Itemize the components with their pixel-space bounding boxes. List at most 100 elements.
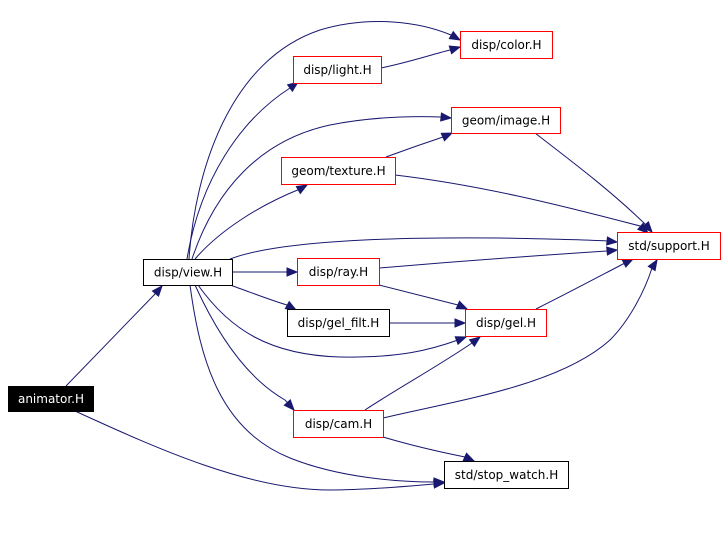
edge-line [191, 116, 452, 260]
node-box[interactable] [460, 31, 553, 59]
arrowhead-icon [286, 267, 299, 277]
arrowhead-icon [621, 258, 635, 268]
edge-cam-to-support [382, 258, 658, 419]
arrowhead-icon [283, 399, 295, 412]
edge-line [534, 132, 653, 233]
edge-cam-to-stop_watch [382, 436, 476, 462]
node-label: disp/ray.H [309, 265, 368, 279]
arrowhead-icon [448, 30, 462, 41]
arrowhead-icon [286, 81, 300, 93]
edge-line [189, 284, 444, 483]
edge-view-to-stop_watch [189, 284, 446, 487]
edge-view-to-support [229, 236, 619, 260]
edge-view-to-cam [194, 284, 295, 412]
edge-line [380, 46, 461, 69]
edges-layer [65, 21, 658, 491]
arrowhead-icon [647, 258, 658, 272]
edge-image-to-support [534, 132, 653, 234]
edge-view-to-image [191, 112, 453, 260]
node-label: disp/color.H [471, 38, 541, 52]
arrowhead-icon [433, 477, 446, 487]
node-label: animator.H [18, 392, 84, 406]
node-box[interactable] [293, 410, 384, 438]
node-label: geom/texture.H [291, 164, 385, 178]
node-animator[interactable]: animator.H [8, 386, 94, 412]
edge-line [188, 21, 461, 260]
node-label: std/support.H [628, 239, 710, 253]
node-box[interactable] [287, 309, 390, 337]
edge-view-to-gel_filt [229, 284, 298, 311]
arrowhead-icon [295, 184, 309, 195]
edge-view-to-gel [197, 284, 468, 358]
node-cam[interactable]: disp/cam.H [293, 410, 384, 438]
edge-gel-to-support [535, 258, 635, 310]
node-box[interactable] [444, 461, 569, 489]
node-stop-watch[interactable]: std/stop_watch.H [444, 461, 569, 489]
nodes-layer: animator.H disp/view.H disp/light.H disp/co… [8, 31, 721, 489]
node-label: std/stop_watch.H [455, 468, 558, 482]
arrowhead-icon [448, 45, 462, 55]
edge-ray-to-support [378, 246, 619, 269]
arrowhead-icon [454, 336, 468, 346]
edge-view-to-color [188, 21, 462, 260]
edge-animator-to-view [65, 284, 163, 387]
edge-line [197, 284, 467, 358]
edge-line [364, 336, 481, 411]
edge-texture-to-support [394, 174, 650, 234]
node-box[interactable] [8, 386, 94, 412]
node-light[interactable]: disp/light.H [293, 56, 382, 84]
edge-line [229, 237, 618, 260]
edge-line [382, 259, 658, 419]
node-label: disp/cam.H [305, 417, 372, 431]
edge-line [74, 410, 445, 491]
arrowhead-icon [440, 112, 453, 122]
edge-line [65, 285, 163, 387]
arrowhead-icon [606, 246, 619, 256]
node-label: disp/view.H [154, 266, 222, 280]
node-texture[interactable]: geom/texture.H [281, 157, 396, 185]
arrowhead-icon [151, 284, 163, 298]
edge-line [535, 258, 634, 310]
arrowhead-icon [284, 300, 298, 311]
node-label: geom/image.H [462, 114, 550, 128]
edge-view-to-light [186, 81, 300, 260]
node-box[interactable] [281, 157, 396, 185]
edge-view-to-ray [232, 267, 299, 277]
arrowhead-icon [455, 300, 469, 310]
edge-line [382, 436, 475, 462]
arrowhead-icon [462, 452, 476, 462]
edge-view-to-texture [194, 184, 309, 260]
node-box[interactable] [297, 258, 380, 286]
edge-ray-to-gel [378, 284, 469, 310]
arrowhead-icon [641, 220, 653, 234]
edge-line [385, 132, 453, 158]
node-gel-filt[interactable]: disp/gel_filt.H [287, 309, 390, 337]
edge-gel_filt-to-gel [389, 318, 467, 328]
node-view[interactable]: disp/view.H [143, 259, 233, 286]
edge-line [194, 184, 308, 260]
edge-animator-to-stop_watch [74, 410, 446, 491]
node-support[interactable]: std/support.H [617, 232, 721, 260]
node-box[interactable] [143, 259, 233, 286]
node-box[interactable] [465, 309, 547, 337]
edge-line [394, 174, 649, 234]
edge-line [186, 81, 299, 260]
node-label: disp/gel.H [476, 316, 536, 330]
node-image[interactable]: geom/image.H [451, 107, 561, 134]
edge-cam-to-gel [364, 336, 482, 411]
node-box[interactable] [293, 56, 382, 84]
node-box[interactable] [451, 107, 561, 134]
edge-light-to-color [380, 45, 462, 69]
edge-line [378, 249, 618, 269]
arrowhead-icon [440, 132, 454, 142]
arrowhead-icon [606, 236, 619, 246]
arrowhead-icon [454, 318, 467, 328]
node-color[interactable]: disp/color.H [460, 31, 553, 59]
edge-texture-to-image [385, 132, 454, 158]
node-gel[interactable]: disp/gel.H [465, 309, 547, 337]
node-box[interactable] [617, 232, 721, 260]
edge-line [194, 284, 295, 411]
node-ray[interactable]: disp/ray.H [297, 258, 380, 286]
edge-line [378, 284, 468, 310]
